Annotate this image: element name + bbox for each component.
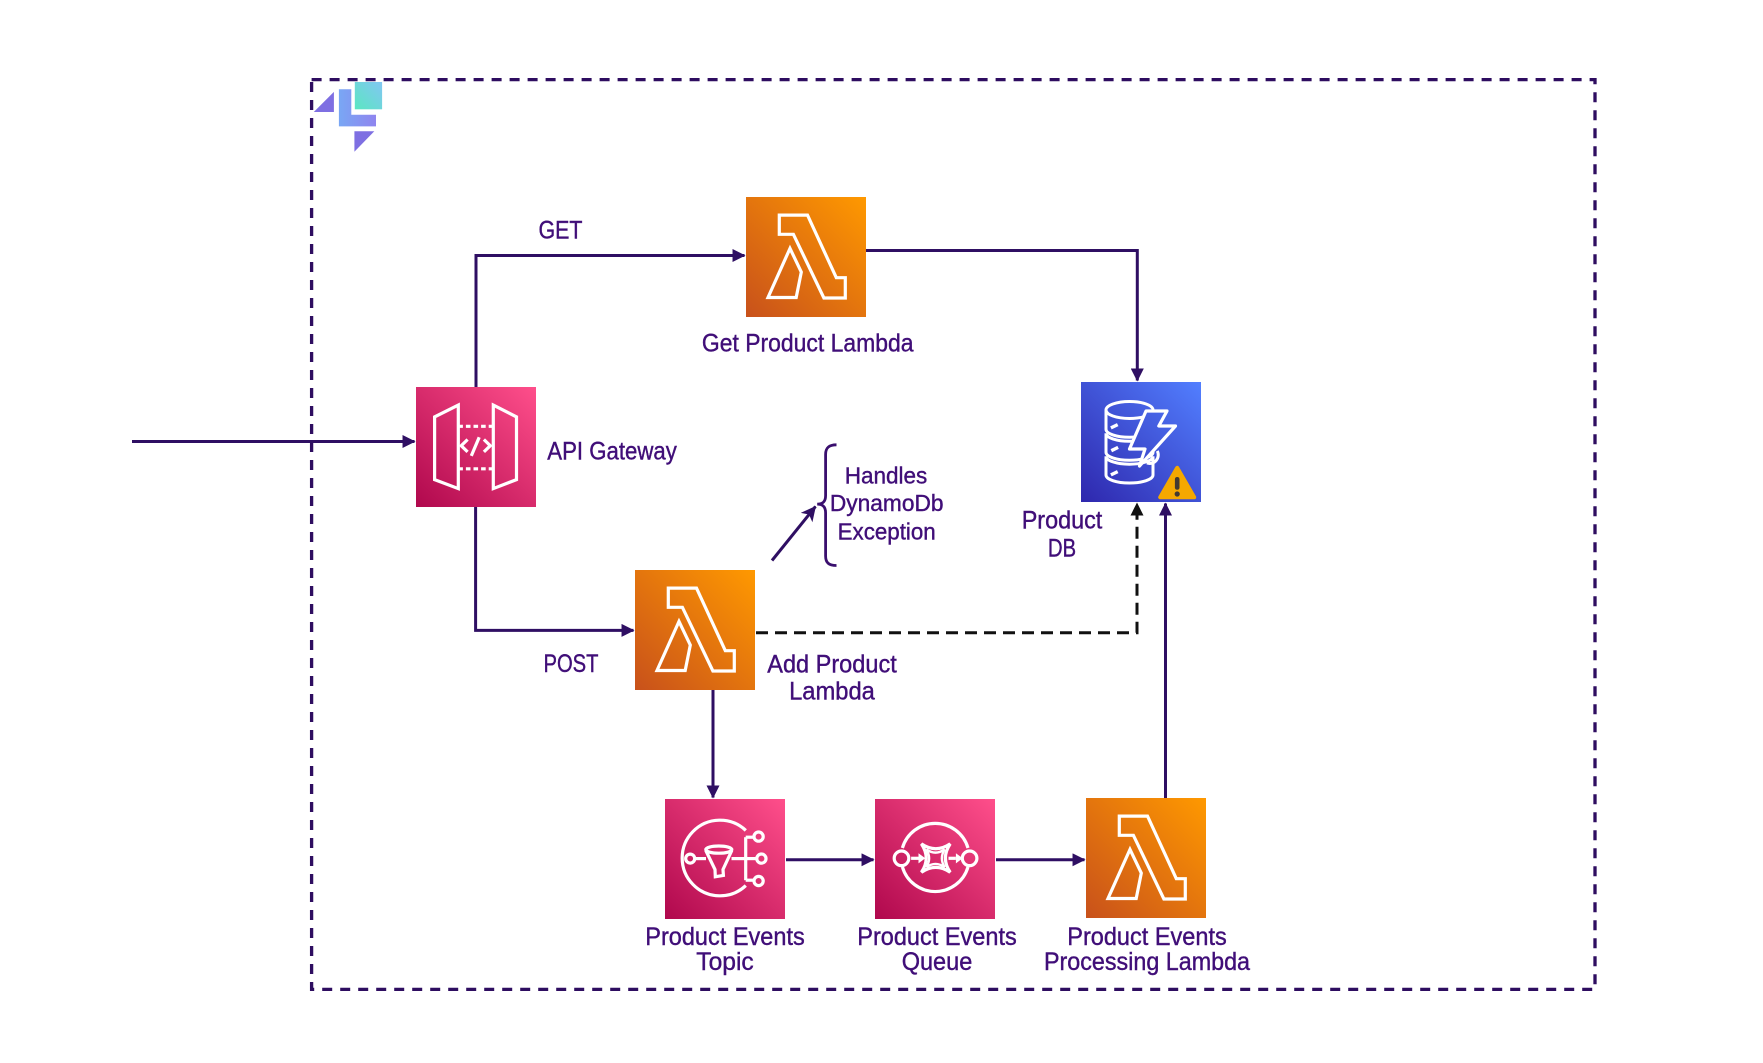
svg-text:POST: POST <box>544 650 599 678</box>
svg-text:DB: DB <box>1048 535 1076 563</box>
svg-text:API Gateway: API Gateway <box>547 437 677 465</box>
svg-text:GET: GET <box>539 216 583 244</box>
svg-text:Handles: Handles <box>845 463 928 489</box>
svg-text:Product: Product <box>1022 506 1103 534</box>
svg-text:DynamoDb: DynamoDb <box>830 490 944 516</box>
svg-text:Processing Lambda: Processing Lambda <box>1044 948 1250 976</box>
svg-text:Product Events: Product Events <box>645 923 805 951</box>
svg-text:Product Events: Product Events <box>857 923 1017 951</box>
svg-text:Get Product Lambda: Get Product Lambda <box>702 330 914 358</box>
svg-text:Queue: Queue <box>902 948 973 976</box>
svg-text:Product Events: Product Events <box>1067 923 1227 951</box>
svg-text:Exception: Exception <box>838 518 936 544</box>
svg-text:Add Product: Add Product <box>767 651 897 679</box>
svg-text:Lambda: Lambda <box>789 678 875 706</box>
svg-text:Topic: Topic <box>696 948 754 976</box>
